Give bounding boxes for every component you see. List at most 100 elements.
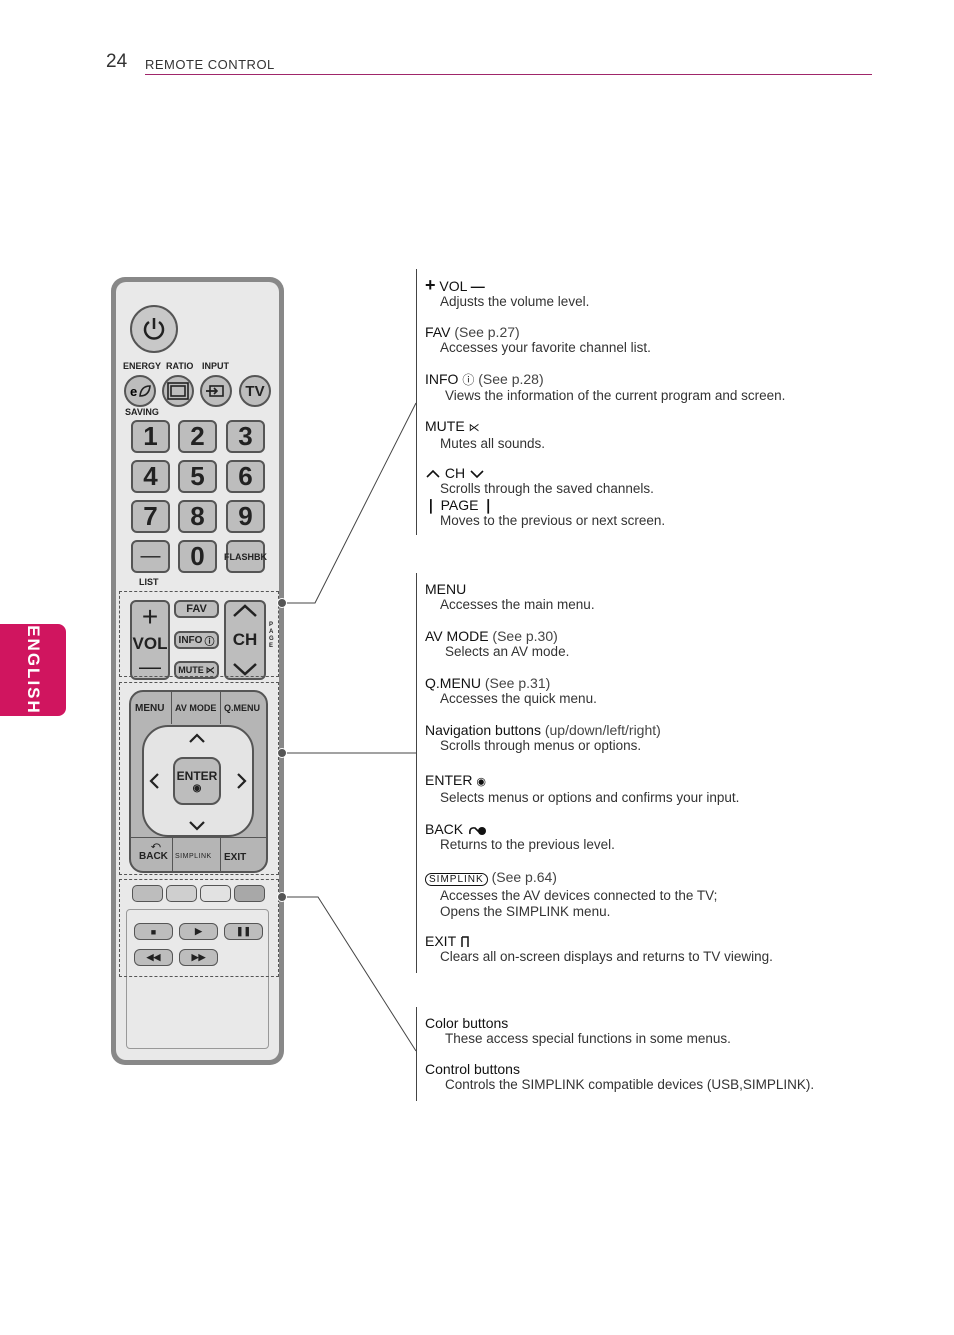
rewind-icon: ◀◀ <box>146 952 161 962</box>
page-side-label: PAGE <box>269 622 274 649</box>
enter-label: ENTER <box>176 768 218 783</box>
remote-control-illustration: ENERGY RATIO INPUT e TV SAVING 1 2 <box>111 277 284 1065</box>
fav-button: FAV <box>174 600 219 618</box>
info-label: INFO <box>178 634 203 646</box>
ratio-label: RATIO <box>166 361 194 371</box>
entry-fav: FAV (See p.27) Accesses your favorite ch… <box>425 324 865 356</box>
rewind-button: ◀◀ <box>134 949 173 966</box>
entry-ref: (See p.31) <box>484 675 551 691</box>
pause-icon: ❚❚ <box>235 926 252 936</box>
entry-back: BACK Returns to the previous level. <box>425 821 865 853</box>
back-label: BACK <box>139 851 168 862</box>
entry-desc: Scrolls through the saved channels. <box>440 481 654 496</box>
highlight-box-navigation <box>119 682 279 875</box>
entry-exit: EXIT Clears all on-screen displays and r… <box>425 933 865 965</box>
color-button-yellow <box>200 885 231 902</box>
mute-icon: ⋉ <box>468 422 480 434</box>
vol-rocker: + VOL — <box>130 600 170 680</box>
divider <box>220 838 221 872</box>
entry-title: Control buttons <box>425 1061 520 1077</box>
entry-page: ❘ PAGE ❘ Moves to the previous or next s… <box>425 497 865 529</box>
entry-desc: Selects an AV mode. <box>445 644 570 659</box>
menu-label: MENU <box>135 703 165 714</box>
info-icon: ⓘ <box>462 373 475 387</box>
power-icon <box>143 318 165 340</box>
entry-title: Color buttons <box>425 1015 509 1031</box>
entry-title: Q.MENU <box>425 675 481 691</box>
leaf-icon: e <box>130 384 151 398</box>
ratio-button <box>162 375 194 407</box>
exit-icon <box>461 936 469 948</box>
entry-desc: Selects menus or options and confirms yo… <box>440 790 740 805</box>
page-icon: ❘ <box>425 497 437 513</box>
simplink-logo: SIMPLINK <box>175 853 212 860</box>
color-button-red <box>132 885 163 902</box>
language-tab: ENGLISH <box>0 624 66 716</box>
leader-dot <box>277 598 287 608</box>
entry-desc: Accesses your favorite channel list. <box>440 340 651 355</box>
input-label: INPUT <box>202 361 229 371</box>
page-icon: ❘ <box>482 497 495 513</box>
entry-ch: CH Scrolls through the saved channels. <box>425 465 865 497</box>
entry-desc: Views the information of the current pro… <box>445 388 786 403</box>
chevron-down-icon <box>470 470 484 479</box>
enter-icon: ◉ <box>476 776 486 788</box>
divider <box>171 692 172 724</box>
enter-icon: ◉ <box>192 782 202 794</box>
digit-8-button: 8 <box>178 500 217 533</box>
entry-ref: (up/down/left/right) <box>544 722 661 738</box>
entry-title: FAV <box>425 324 451 340</box>
nav-right-icon <box>237 773 247 789</box>
entry-title: CH <box>444 465 466 481</box>
entry-desc: Clears all on-screen displays and return… <box>440 949 773 964</box>
entry-simplink: SIMPLINK (See p.64) Accesses the AV devi… <box>425 869 865 920</box>
mute-icon: ⋉ <box>205 664 215 675</box>
digit-6-button: 6 <box>226 460 265 493</box>
pause-button: ❚❚ <box>224 923 263 940</box>
color-button-green <box>166 885 197 902</box>
stop-icon: ■ <box>150 926 157 937</box>
svg-text:e: e <box>130 384 137 398</box>
ch-label: CH <box>232 630 258 649</box>
leader-dot <box>277 748 287 758</box>
chevron-up-icon <box>426 470 440 478</box>
entry-desc: Moves to the previous or next screen. <box>440 513 666 528</box>
mute-label: MUTE <box>178 665 204 675</box>
group-bar-2 <box>416 573 417 973</box>
play-button: ▶ <box>179 923 218 940</box>
q-menu-label: Q.MENU <box>224 703 260 713</box>
chevron-down-icon <box>233 663 257 676</box>
divider <box>172 838 173 872</box>
page-number: 24 <box>106 51 128 72</box>
mute-button: MUTE ⋉ <box>174 661 219 679</box>
enter-button: ENTER ◉ <box>173 757 221 805</box>
ratio-icon <box>167 382 189 400</box>
entry-color-buttons: Color buttons These access special funct… <box>425 1015 865 1047</box>
flashbk-button: FLASHBK <box>224 540 267 573</box>
av-mode-label: AV MODE <box>175 703 217 713</box>
entry-title: PAGE <box>440 497 479 513</box>
entry-av-mode: AV MODE (See p.30) Selects an AV mode. <box>425 628 865 660</box>
vol-label: VOL <box>132 634 168 653</box>
entry-info: INFO ⓘ (See p.28) Views the information … <box>425 371 865 404</box>
entry-ref: (See p.64) <box>491 869 557 885</box>
entry-ref: (See p.30) <box>492 628 558 644</box>
section-title: REMOTE CONTROL <box>145 57 275 72</box>
play-icon: ▶ <box>195 926 202 936</box>
list-button: — <box>131 540 170 573</box>
fast-forward-button: ▶▶ <box>179 949 218 966</box>
simplink-logo: SIMPLINK <box>425 873 488 886</box>
nav-down-icon <box>189 821 205 831</box>
power-button <box>130 305 178 353</box>
divider <box>220 692 221 724</box>
entry-desc: Returns to the previous level. <box>440 837 615 852</box>
entry-desc: These access special functions in some m… <box>445 1031 731 1046</box>
input-icon <box>206 385 224 397</box>
digit-3-button: 3 <box>226 420 265 453</box>
info-button: INFO ⓘ <box>174 631 219 649</box>
entry-enter: ENTER ◉ Selects menus or options and con… <box>425 772 865 806</box>
group-bar-1 <box>416 269 417 535</box>
entry-title: BACK <box>425 821 464 837</box>
digit-4-button: 4 <box>131 460 170 493</box>
